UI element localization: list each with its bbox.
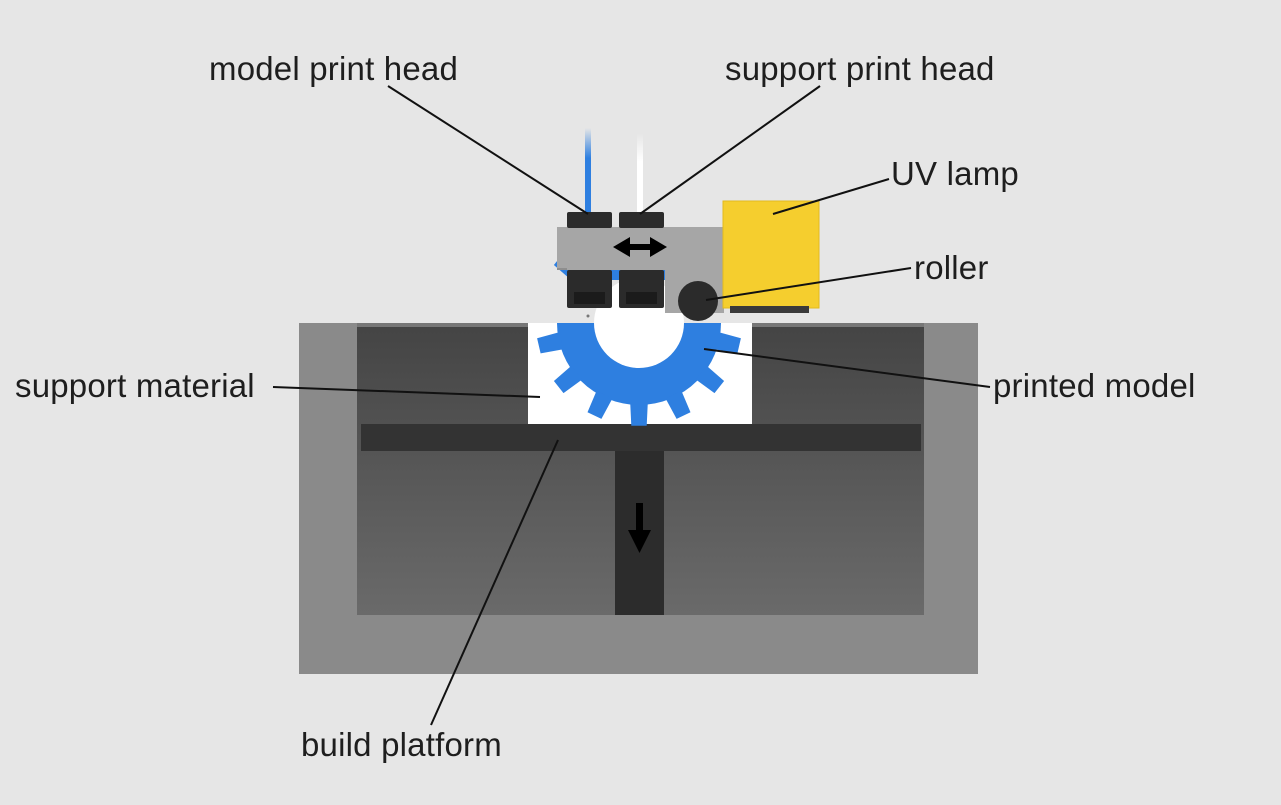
- label-roller: roller: [914, 249, 989, 286]
- model-material-line: [585, 128, 591, 214]
- label-support-material: support material: [15, 367, 255, 404]
- uv-lamp: [723, 201, 819, 308]
- roller: [678, 281, 718, 321]
- leader-lines: [272, 85, 991, 726]
- build-platform-plate: [361, 424, 921, 451]
- label-build-platform: build platform: [301, 726, 502, 763]
- double-arrow-icon: [613, 237, 667, 257]
- support-material-line: [637, 133, 643, 214]
- support-head-top: [619, 212, 664, 228]
- label-printed-model: printed model: [993, 367, 1196, 404]
- label-support-print-head: support print head: [725, 50, 995, 87]
- model-head-top: [567, 212, 612, 228]
- down-arrow-icon: [628, 503, 651, 553]
- label-model-print-head: model print head: [209, 50, 459, 87]
- label-uv-lamp: UV lamp: [891, 155, 1019, 192]
